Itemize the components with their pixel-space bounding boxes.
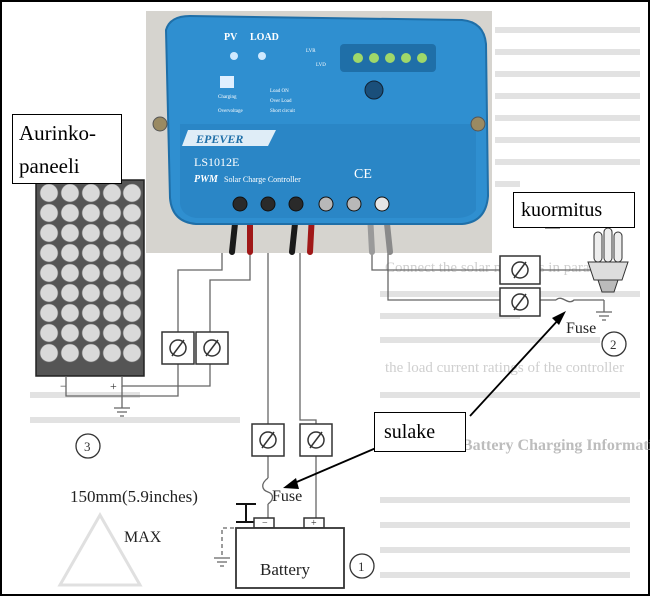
number-circle-2 (601, 331, 627, 357)
bg-text-2: Connect the solar modules in parallel (385, 260, 609, 276)
max-label: MAX (124, 529, 162, 546)
background-scan-lines (30, 27, 640, 578)
controller-lvr-label: LVR (306, 49, 316, 54)
svg-text:+: + (311, 518, 317, 529)
battery-label: Battery (260, 560, 311, 579)
controller-subtitle: Solar Charge Controller (224, 175, 301, 184)
battery-terminal-right (299, 423, 333, 457)
panel-minus: − (60, 379, 67, 393)
wiring (65, 227, 612, 567)
controller-model: LS1012E (194, 155, 239, 169)
controller-overvoltage-label: Overvoltage (218, 109, 243, 114)
fuse-label-load: Fuse (566, 320, 596, 337)
panel-plus: + (110, 379, 117, 393)
battery-icon: − + (235, 517, 345, 589)
controller-overload-label: Over Load (270, 99, 292, 104)
load-terminal-top (499, 255, 541, 285)
background-faint-text: Battery Charging Information Connect the… (385, 260, 650, 454)
bg-text-1: Battery Charging Information (462, 437, 650, 454)
arrow-to-battery-fuse (291, 447, 377, 485)
controller-pv-label: PV (224, 32, 238, 43)
svg-text:−: − (262, 518, 268, 529)
controller-load-label: LOAD (250, 32, 279, 43)
callout-arrows (283, 311, 566, 489)
solar-panel-label: Aurinko- paneeli (12, 114, 122, 184)
controller-pwm: PWM (194, 174, 219, 185)
lamp-icon (587, 227, 629, 293)
controller-lvd-label: LVD (316, 63, 326, 68)
fuse-label-battery: Fuse (272, 488, 302, 505)
bg-warning-triangle (57, 511, 143, 587)
solar-panel (35, 179, 145, 377)
charge-controller-photo: PV LOAD LVD LVR Charging Overvoltage Loa… (146, 11, 492, 255)
controller-brand: EPEVER (195, 132, 243, 146)
number-circle-3 (75, 433, 101, 459)
controller-short-label: Short circuit (270, 109, 295, 114)
distance-label: 150mm(5.9inches) (70, 487, 198, 506)
number-1: 1 (358, 559, 365, 574)
number-3: 3 (84, 439, 91, 454)
number-2: 2 (610, 337, 617, 352)
controller-ce: CE (354, 167, 372, 182)
pv-terminal-right (195, 331, 229, 365)
terminal-blocks (161, 255, 541, 457)
controller-charging-label: Charging (218, 95, 237, 100)
pv-terminal-left (161, 331, 195, 365)
solar-panel-label-line2: paneeli (19, 154, 80, 178)
number-circle-1 (349, 553, 375, 579)
battery-terminal-left (251, 423, 285, 457)
fuse-callout-label: sulake (374, 412, 466, 452)
solar-panel-label-line1: Aurinko- (19, 121, 96, 145)
load-terminal-bottom (499, 287, 541, 317)
load-label: kuormitus (513, 192, 635, 228)
bg-text-3: the load current ratings of the controll… (385, 360, 624, 376)
arrow-to-load-fuse (469, 317, 561, 417)
controller-loadon-label: Load ON (270, 89, 289, 94)
